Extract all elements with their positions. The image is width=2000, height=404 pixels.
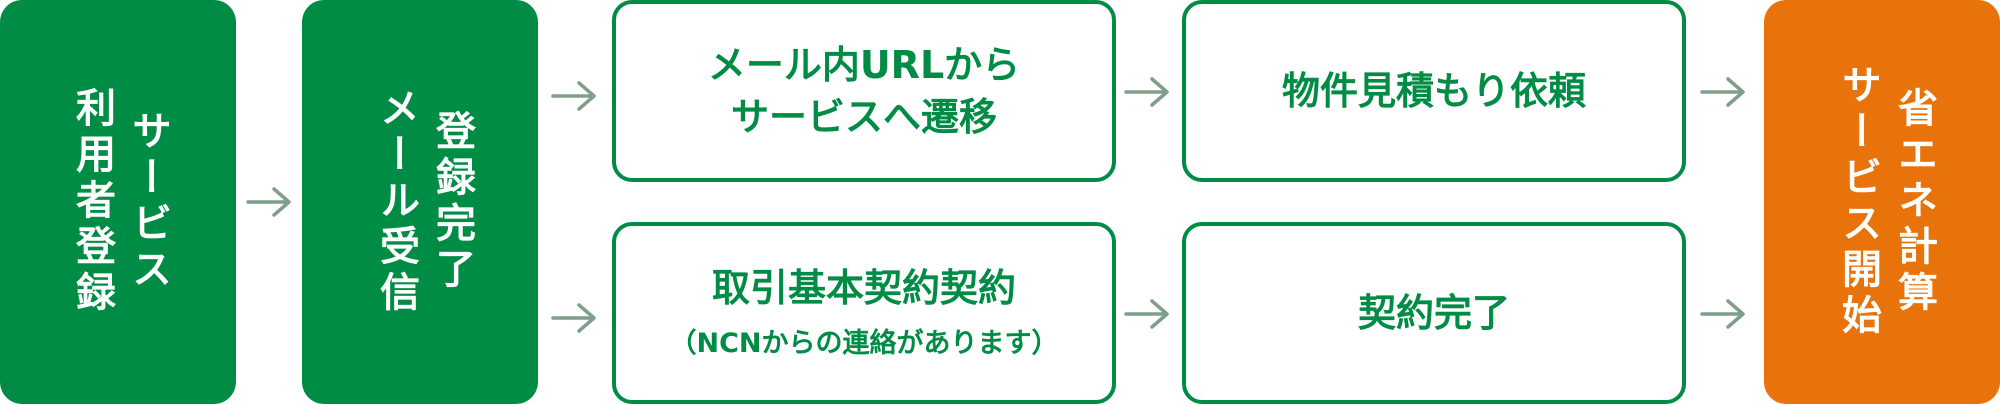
step-mail-url-transition: メール内URLから サービスへ遷移 xyxy=(612,0,1116,182)
step-contract-complete-label: 契約完了 xyxy=(1357,291,1510,335)
step-service-registration: サービス 利用者登録 xyxy=(0,0,236,404)
step-contract-complete: 契約完了 xyxy=(1182,222,1686,404)
arrow-right-icon xyxy=(1124,298,1170,330)
step-estimate-request: 物件見積もり依頼 xyxy=(1182,0,1686,182)
step-basic-contract: 取引基本契約契約 （NCNからの連絡があります） xyxy=(612,222,1116,404)
step-registration-complete-line1: 登録完了 xyxy=(429,110,475,294)
arrow-right-icon xyxy=(1700,76,1746,108)
step-service-start: 省エネ計算 サービス開始 xyxy=(1764,0,2000,404)
step-service-registration-line2: 利用者登録 xyxy=(69,87,115,317)
step-mail-url-line1: メール内URLから xyxy=(707,43,1021,87)
step-basic-contract-note: （NCNからの連絡があります） xyxy=(669,328,1059,359)
step-estimate-request-label: 物件見積もり依頼 xyxy=(1281,69,1586,113)
step-registration-complete-line2: メール受信 xyxy=(373,87,419,317)
step-mail-url-line2: サービスへ遷移 xyxy=(730,95,997,139)
step-service-registration-line1: サービス xyxy=(125,110,171,294)
arrow-right-icon xyxy=(1700,298,1746,330)
arrow-right-icon xyxy=(551,302,597,334)
step-registration-complete: 登録完了 メール受信 xyxy=(302,0,538,404)
arrow-right-icon xyxy=(246,186,292,218)
step-service-start-line2: サービス開始 xyxy=(1835,64,1881,340)
arrow-right-icon xyxy=(551,80,597,112)
step-basic-contract-label: 取引基本契約契約 xyxy=(711,266,1016,310)
arrow-right-icon xyxy=(1124,76,1170,108)
step-service-start-line1: 省エネ計算 xyxy=(1891,87,1937,317)
